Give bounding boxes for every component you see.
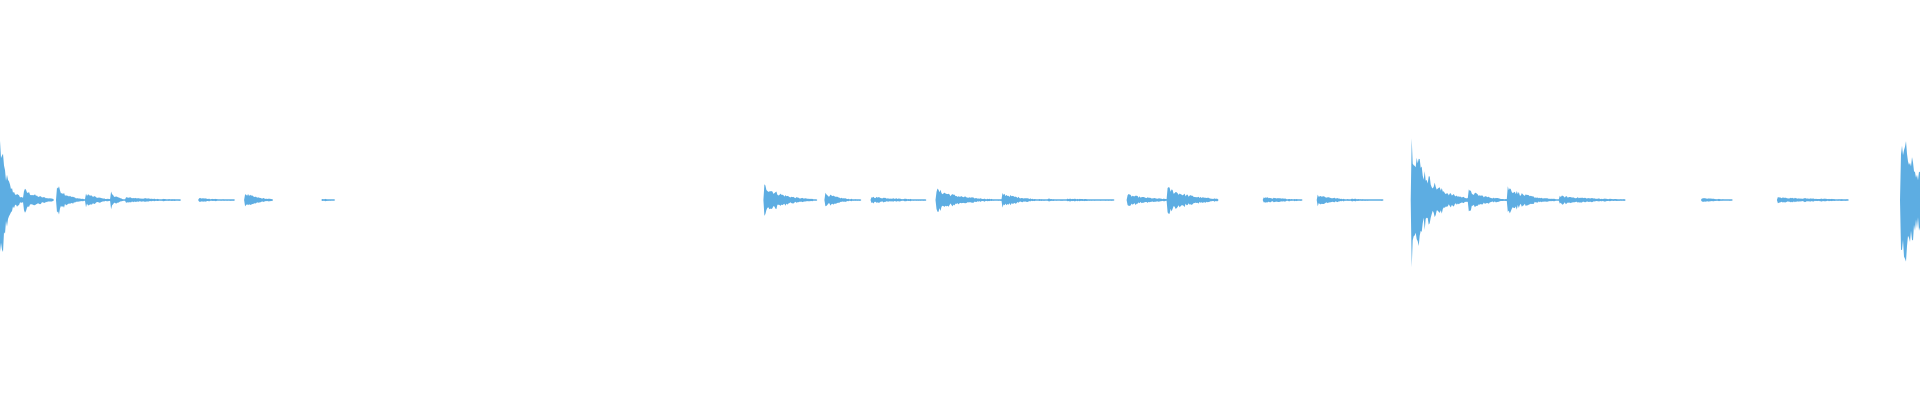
waveform-path — [0, 138, 1920, 268]
